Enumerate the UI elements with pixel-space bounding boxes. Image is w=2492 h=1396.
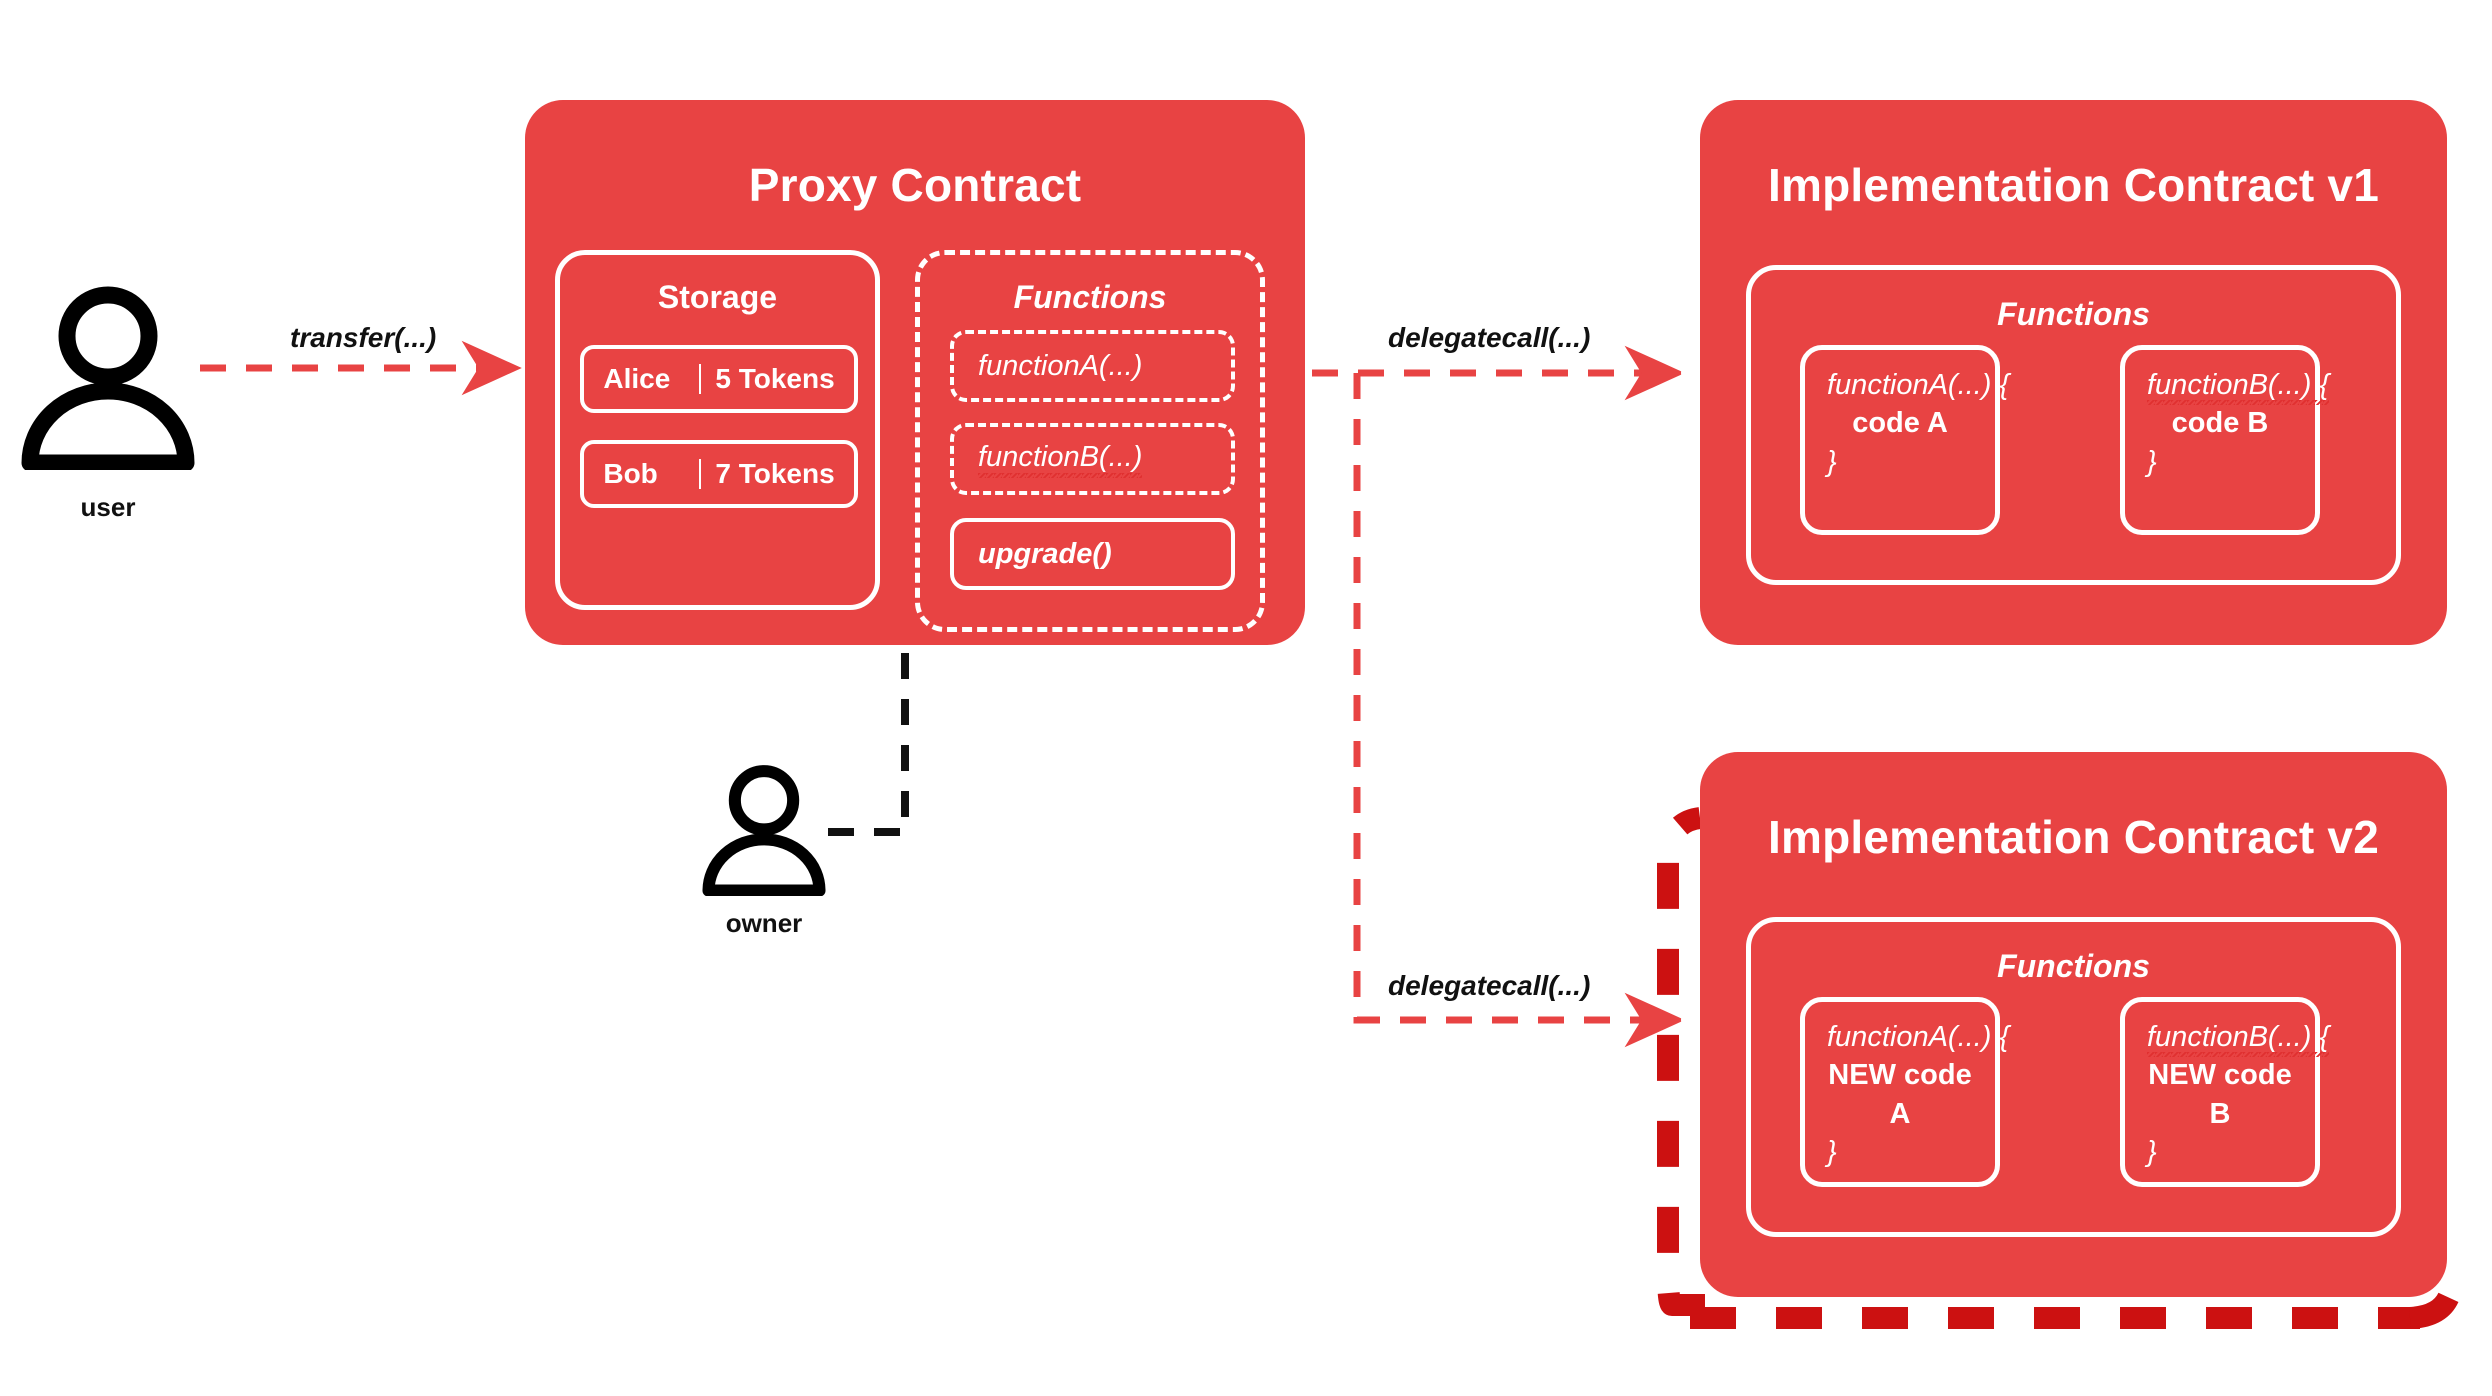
proxy-function-b[interactable]: functionB(...) xyxy=(950,423,1235,495)
impl-v2-code-a-body: NEW code A xyxy=(1828,1059,1972,1130)
impl-v1-code-b[interactable]: functionB(...) { code B } xyxy=(2120,345,2330,535)
storage-row-value: 7 Tokens xyxy=(715,458,835,489)
impl-v2-code-b[interactable]: functionB(...) { NEW code B } xyxy=(2120,997,2330,1187)
impl-v1-code-b-close: } xyxy=(2147,445,2157,478)
proxy-contract-card[interactable]: Proxy Contract Storage Alice 5 Tokens Bo… xyxy=(525,100,1305,645)
impl-v1-code-b-signature: functionB(...) { xyxy=(2147,369,2330,405)
proxy-function-b-label: functionB(...) xyxy=(978,440,1143,478)
person-icon xyxy=(21,286,195,472)
impl-v1-code-a-signature: functionA(...) { xyxy=(1827,369,2010,401)
impl-v1-contract-card[interactable]: Implementation Contract v1 Functions fun… xyxy=(1700,100,2447,645)
proxy-storage-panel: Storage xyxy=(555,250,880,610)
edge-label-delegatecall-v2: delegatecall(...) xyxy=(1388,970,1591,1001)
storage-row-separator xyxy=(699,459,702,489)
proxy-function-a-label: functionA(...) xyxy=(978,349,1143,382)
impl-v2-code-b-close: } xyxy=(2147,1135,2157,1168)
impl-v2-code-a-signature: functionA(...) { xyxy=(1827,1021,2010,1053)
user-label: user xyxy=(80,492,136,522)
user-actor xyxy=(18,280,198,472)
impl-v1-code-a-close: } xyxy=(1827,445,1837,478)
owner-actor xyxy=(700,760,828,897)
storage-row-value: 5 Tokens xyxy=(715,363,835,394)
impl-v2-functions-label: Functions xyxy=(1997,948,2150,984)
edge-label-transfer: transfer(...) xyxy=(290,322,437,353)
proxy-functions-panel: Functions xyxy=(915,250,1265,632)
impl-v2-contract-card[interactable]: Implementation Contract v2 Functions fun… xyxy=(1700,752,2447,1297)
storage-row-name: Alice xyxy=(603,363,671,394)
impl-v1-functions-label: Functions xyxy=(1997,296,2150,332)
impl-v2-code-a[interactable]: functionA(...) { NEW code A } xyxy=(1800,997,2010,1187)
impl-v2-code-b-body: NEW code B xyxy=(2148,1059,2292,1130)
storage-row-bob[interactable]: Bob 7 Tokens xyxy=(580,440,858,508)
proxy-storage-label: Storage xyxy=(657,279,778,315)
impl-v2-code-a-close: } xyxy=(1827,1135,1837,1168)
edge-label-delegatecall-v1: delegatecall(...) xyxy=(1388,322,1591,353)
proxy-function-a[interactable]: functionA(...) xyxy=(950,330,1235,402)
impl-v1-title: Implementation Contract v1 xyxy=(1768,159,2379,211)
owner-label: owner xyxy=(725,908,803,938)
impl-v2-code-b-signature: functionB(...) { xyxy=(2147,1021,2330,1057)
storage-row-name: Bob xyxy=(603,458,658,489)
proxy-functions-label: Functions xyxy=(1013,279,1167,315)
proxy-function-upgrade[interactable]: upgrade() xyxy=(950,518,1235,590)
impl-v2-title: Implementation Contract v2 xyxy=(1768,811,2379,863)
proxy-contract-title: Proxy Contract xyxy=(748,159,1082,211)
storage-row-separator xyxy=(699,364,702,394)
impl-v1-code-a[interactable]: functionA(...) { code A } xyxy=(1800,345,2010,535)
edge-delegatecall-v2 xyxy=(1353,373,1685,1048)
impl-v1-code-a-body: code A xyxy=(1852,407,1948,440)
impl-v1-functions-panel: Functions xyxy=(1746,265,2401,585)
proxy-function-upgrade-label: upgrade() xyxy=(978,537,1112,570)
storage-row-alice[interactable]: Alice 5 Tokens xyxy=(580,345,858,413)
impl-v1-code-b-body: code B xyxy=(2171,407,2269,440)
person-icon xyxy=(702,765,826,897)
impl-v2-functions-panel: Functions xyxy=(1746,917,2401,1237)
